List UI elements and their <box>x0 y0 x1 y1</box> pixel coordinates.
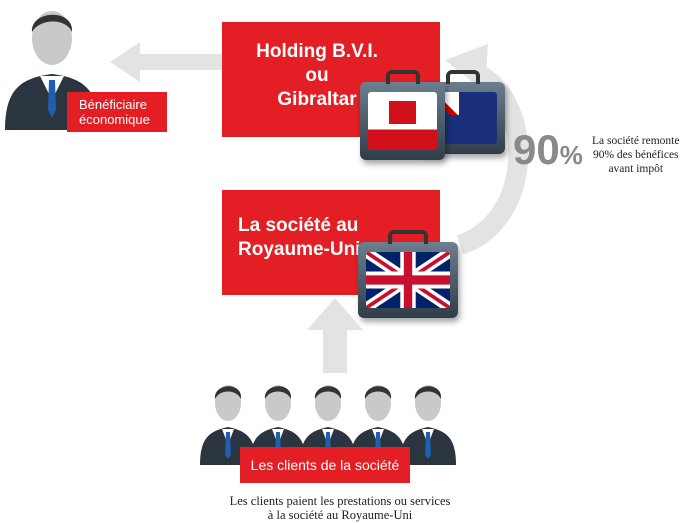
percent-description: La société remonte 90% des bénéfices ava… <box>592 134 680 176</box>
beneficiary-label-line: Bénéficiaire <box>79 97 147 112</box>
percent-description-line: avant impôt <box>608 163 664 175</box>
percent-value: 90% <box>513 126 583 174</box>
holding-line: ou <box>305 65 329 86</box>
holding-line: Gibraltar <box>277 89 357 110</box>
uk-flag-icon <box>366 252 450 308</box>
holding-line: Holding B.V.I. <box>256 41 378 62</box>
clients-caption-line: Les clients paient les prestations ou se… <box>229 494 451 508</box>
gibraltar-briefcase-icon <box>360 70 445 160</box>
beneficiary-label: Bénéficiaire économique <box>67 92 167 132</box>
uk-company-line: Royaume-Uni <box>238 239 361 260</box>
uk-company-line: La société au <box>238 215 359 236</box>
beneficiary-label-line: économique <box>79 112 150 127</box>
uk-briefcase-icon <box>358 230 458 318</box>
clients-caption-line: à la société au Royaume-Uni <box>267 508 413 522</box>
arrow-to-beneficiary <box>110 42 222 82</box>
percent-description-line: La société remonte <box>592 135 680 147</box>
percent-description-line: 90% des bénéfices <box>592 149 679 161</box>
clients-label: Les clients de la société <box>240 447 410 483</box>
arrow-up-from-clients <box>307 298 363 373</box>
clients-caption: Les clients paient les prestations ou se… <box>140 494 540 522</box>
percent-number: 90 <box>513 126 560 173</box>
percent-unit: % <box>559 140 583 170</box>
